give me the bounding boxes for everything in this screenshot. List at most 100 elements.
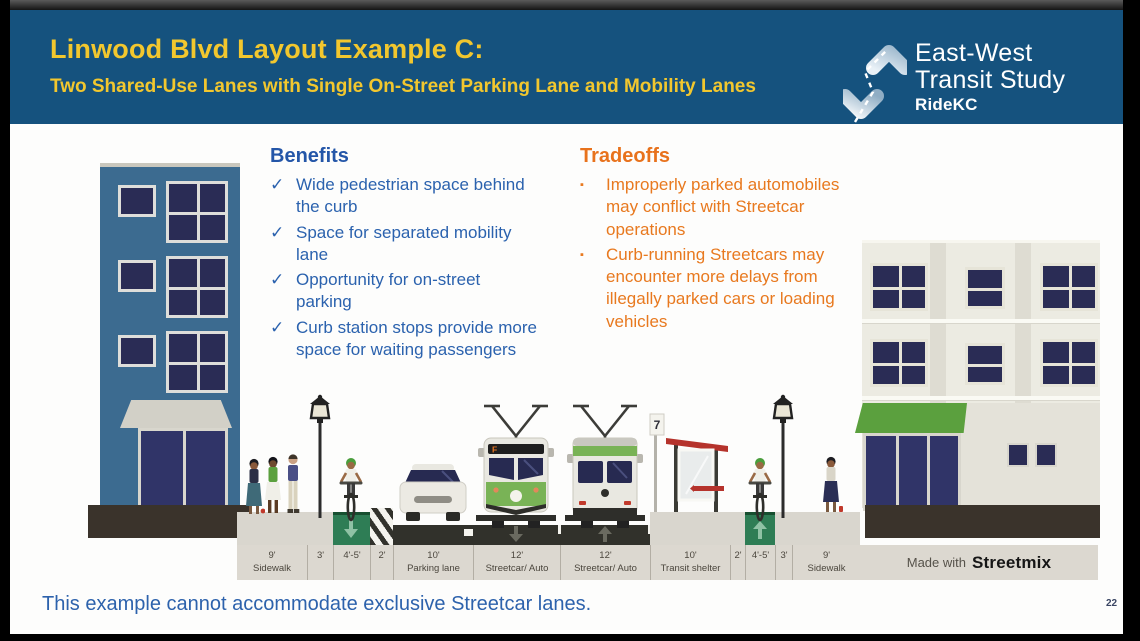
frame-top-bar — [0, 0, 1140, 10]
pedestrian-icon — [246, 458, 265, 514]
window — [1040, 339, 1098, 387]
car-icon — [399, 464, 467, 521]
benefits-panel: Benefits ✓Wide pedestrian space behind t… — [270, 145, 538, 364]
lane-arrow-up-icon — [753, 521, 767, 539]
awning — [120, 400, 232, 428]
window — [166, 256, 228, 318]
benefit-text: Wide pedestrian space behind the curb — [296, 175, 525, 217]
slide-header: Linwood Blvd Layout Example C: Two Share… — [10, 10, 1123, 124]
streetmix-wordmark: Streetmix — [971, 552, 1052, 572]
benefit-text: Space for separated mobility lane — [296, 222, 512, 264]
shelter-sign-label: 7 — [654, 418, 661, 432]
frame-right-bar — [1123, 0, 1140, 641]
furniture-strip-segment — [775, 512, 792, 545]
window — [1007, 443, 1029, 467]
logo-line1: East-West — [915, 39, 1033, 67]
ruler-cell: 12'Streetcar/ Auto — [560, 545, 650, 580]
pedestrian-icon — [823, 456, 843, 512]
ridekc-chevron-logo-icon — [843, 45, 907, 123]
ruler-cell: 9'Sidewalk — [252, 550, 292, 574]
sidewalk-segment — [792, 512, 860, 545]
ruler-cell: 4'-5' — [333, 545, 370, 580]
sidewalk-segment — [237, 512, 307, 545]
building-right-base — [865, 505, 1100, 538]
lane-arrow-up-icon — [598, 526, 612, 542]
streetcar-icon — [565, 404, 645, 528]
building-right — [855, 240, 1100, 511]
ruler-cell: 10'Parking lane — [393, 545, 473, 580]
check-icon: ✓ — [270, 317, 285, 337]
footer-note: This example cannot accommodate exclusiv… — [42, 593, 592, 615]
logo-brand: RideKC — [915, 95, 978, 114]
window — [118, 335, 156, 367]
list-item: ✓ Opportunity for on-street parking — [270, 269, 538, 314]
transit-study-wordmark: East-West Transit Study RideKC — [915, 40, 1065, 114]
square-bullet-icon: ▪ — [580, 248, 584, 261]
cyclist-icon — [748, 458, 772, 522]
window — [965, 343, 1005, 385]
page-subtitle: Two Shared-Use Lanes with Single On-Stre… — [50, 76, 756, 97]
cornice-line — [862, 319, 1100, 324]
check-icon: ✓ — [270, 270, 285, 290]
benefits-list: ✓ Wide pedestrian space behind the curb ✓… — [270, 174, 538, 361]
window — [1035, 443, 1057, 467]
window — [166, 181, 228, 243]
page-number: 22 — [1106, 598, 1118, 609]
lane-arrow-down-icon — [509, 526, 523, 542]
lane-seam — [648, 525, 650, 534]
frame-left-bar — [0, 0, 10, 641]
pedestrian-icon — [287, 454, 300, 513]
storefront-window — [138, 428, 228, 513]
list-item: ✓ Space for separated mobility lane — [270, 222, 538, 267]
lamp-post-icon — [772, 394, 794, 518]
streetmix-credit: Made with Streetmix — [860, 545, 1098, 580]
window — [118, 260, 156, 292]
benefit-text: Curb station stops provide more space fo… — [296, 317, 537, 359]
logo-line2: Transit Study — [915, 65, 1066, 94]
transit-shelter-icon: 7 — [649, 413, 728, 512]
list-item: ✓ Wide pedestrian space behind the curb — [270, 174, 538, 219]
window — [1040, 263, 1098, 311]
credit-prefix: Made with — [906, 555, 966, 570]
building-left — [100, 163, 240, 513]
furniture-strip-segment — [730, 512, 745, 545]
check-icon: ✓ — [270, 175, 285, 194]
tradeoff-text: Curb-running Streetcars may encounter mo… — [606, 244, 835, 331]
window — [965, 267, 1005, 309]
cornice-line — [862, 396, 1100, 401]
streetcar-icon: F — [476, 404, 556, 528]
list-item: ✓ Curb station stops provide more space f… — [270, 317, 538, 362]
window — [870, 263, 928, 311]
ruler-cell: 9'Sidewalk — [792, 545, 860, 580]
window — [166, 331, 228, 393]
ruler-cell: 12'Streetcar/ Auto — [473, 545, 560, 580]
ruler-cell: 3' — [775, 545, 792, 580]
frame-bottom-bar — [0, 634, 1140, 641]
ruler-band: 9'Sidewalk 3' 4'-5' 2' 10'Parking lane 1… — [237, 545, 860, 580]
tradeoffs-list: ▪ Improperly parked automobiles may confl… — [580, 174, 852, 333]
lane-seam — [558, 525, 561, 534]
check-icon: ✓ — [270, 222, 285, 242]
ruler-cell: 2' — [370, 545, 393, 580]
storefront-window — [863, 433, 961, 511]
buffer-segment — [370, 508, 393, 545]
ruler-cell: 2' — [730, 545, 745, 580]
page-title: Linwood Blvd Layout Example C: — [50, 34, 484, 64]
streetcar-route-badge: F — [492, 445, 497, 455]
transit-platform-segment — [650, 512, 730, 545]
tradeoff-text: Improperly parked automobiles may confli… — [606, 175, 840, 239]
cyclist-icon — [339, 458, 363, 522]
pedestrian-icon — [265, 456, 281, 513]
ruler-cell: 4'-5' — [745, 545, 775, 580]
window — [870, 339, 928, 387]
tradeoffs-heading: Tradeoffs — [580, 145, 671, 167]
tradeoffs-panel: Tradeoffs ▪ Improperly parked automobiles… — [580, 145, 852, 336]
ruler-cell: 10'Transit shelter — [650, 545, 730, 580]
benefit-text: Opportunity for on-street parking — [296, 270, 481, 312]
curb-seam — [464, 529, 473, 536]
lamp-post-icon — [309, 394, 331, 518]
window — [118, 185, 156, 217]
building-left-base — [88, 505, 252, 538]
green-awning — [855, 403, 967, 433]
list-item: ▪ Curb-running Streetcars may encounter m… — [580, 244, 852, 333]
